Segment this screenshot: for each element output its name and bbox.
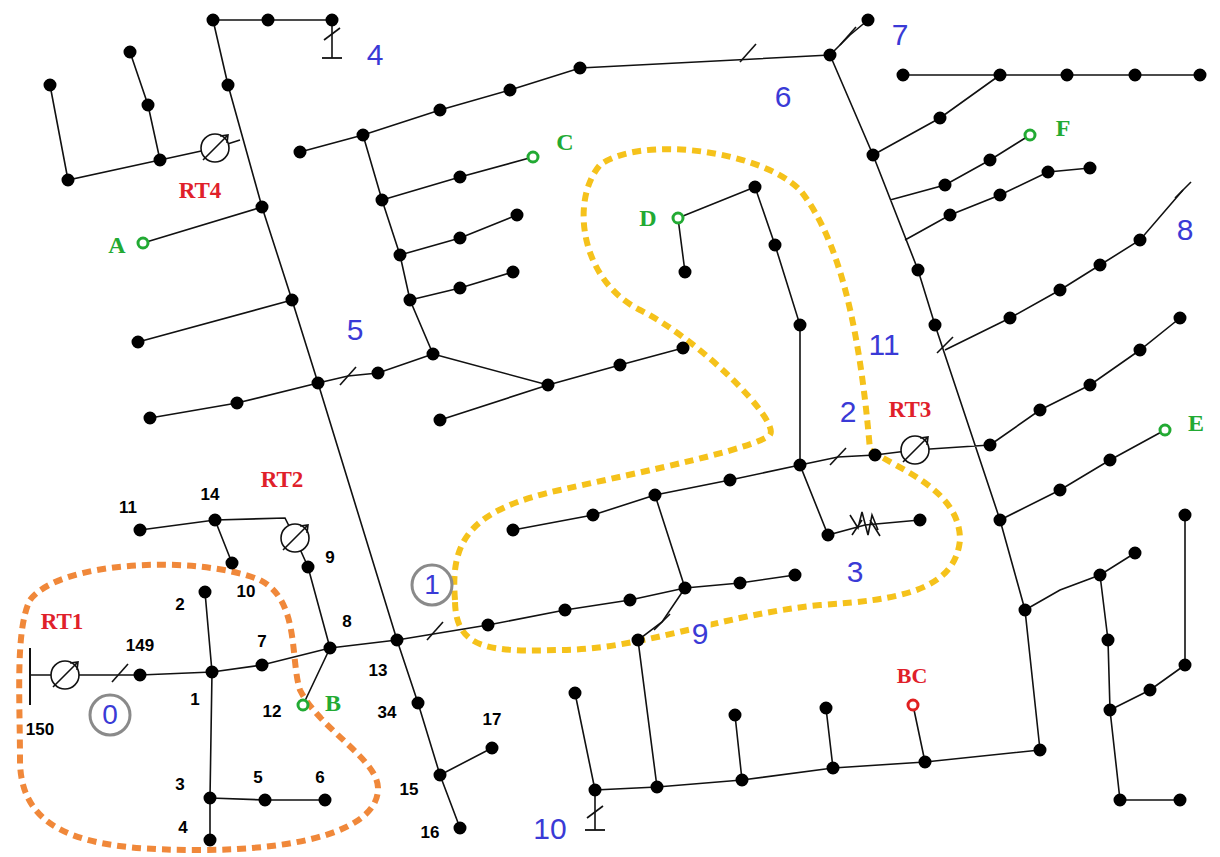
- load-marker: [138, 130, 1170, 710]
- switch-symbol: [840, 27, 856, 45]
- load-marker: [908, 700, 918, 710]
- regulator-label: RT4: [177, 178, 224, 204]
- bus-number: 12: [261, 702, 284, 722]
- ground-symbol: [585, 829, 605, 831]
- switch-number: 11: [866, 328, 901, 362]
- regulator-symbol: [281, 524, 309, 552]
- regulator-bar: [29, 648, 31, 705]
- bus-number: 150: [24, 720, 56, 740]
- switch-number: 3: [845, 555, 866, 589]
- regulator-arrow: [53, 662, 78, 687]
- bus-number: 8: [340, 612, 353, 632]
- regulator-arrow: [203, 135, 228, 160]
- bus-number: 3: [173, 775, 186, 795]
- switch-symbol: [937, 337, 953, 353]
- switch-symbol: [654, 614, 670, 630]
- switch-number: 5: [345, 313, 366, 347]
- number-circle: [412, 565, 452, 605]
- switch-symbol: [324, 28, 340, 40]
- bus-number: 13: [367, 661, 390, 681]
- zone-outline: [454, 149, 960, 650]
- bus-number: 9: [323, 548, 336, 568]
- bus-number: 149: [124, 636, 156, 656]
- bus-number: 14: [199, 485, 222, 505]
- circled-number: 0: [88, 693, 132, 737]
- switch-number: 9: [690, 617, 711, 651]
- load-label: C: [554, 129, 575, 156]
- load-marker: [528, 152, 538, 162]
- bus-dots: [50, 20, 1200, 840]
- switch-symbol: [830, 448, 846, 465]
- load-label: B: [323, 690, 343, 717]
- bus-number: 2: [173, 595, 186, 615]
- load-marker: [673, 213, 683, 223]
- switch-number: 6: [773, 80, 794, 114]
- regulator-symbol: [901, 436, 929, 464]
- load-label: F: [1054, 115, 1073, 142]
- regulator-symbol: [51, 661, 79, 689]
- bus-number: 10: [235, 582, 258, 602]
- regulator-symbol: [201, 134, 229, 162]
- switch-symbol: [740, 44, 756, 62]
- ground-symbol: [322, 58, 605, 830]
- load-label: E: [1186, 410, 1206, 437]
- regulator-symbol: [30, 134, 929, 705]
- circle-number-text: 1: [424, 571, 440, 599]
- switch-symbol: [112, 27, 1191, 818]
- circled-number: 1: [410, 563, 454, 607]
- switch-number: 7: [890, 18, 911, 52]
- feeder-wire: [30, 20, 1200, 840]
- number-circle: [90, 695, 130, 735]
- bus-number: 4: [176, 818, 189, 838]
- bus-number: 16: [419, 823, 442, 843]
- switch-symbol: [340, 367, 356, 385]
- switch-number: 8: [1175, 213, 1196, 247]
- bus-number: 15: [398, 780, 421, 800]
- switch-symbol: [587, 806, 603, 818]
- ground-symbol: [322, 57, 342, 59]
- load-marker: [298, 700, 308, 710]
- broken-switch: [850, 512, 880, 536]
- switch-number: 4: [365, 38, 386, 72]
- bus-number: 7: [255, 632, 268, 652]
- bus-number: 11: [117, 498, 139, 518]
- switch-symbol: [1175, 182, 1191, 198]
- regulator-label: RT3: [887, 397, 934, 423]
- bus-number: 17: [481, 710, 504, 730]
- regulator-arrow: [283, 525, 308, 550]
- load-marker: [1025, 130, 1035, 140]
- switch-symbol: [112, 664, 128, 682]
- bus-number: 5: [251, 768, 264, 788]
- load-label: A: [106, 232, 127, 259]
- switch-number: 10: [531, 812, 568, 846]
- zone-outline: [19, 565, 378, 850]
- load-marker: [138, 238, 148, 248]
- regulator-arrow: [903, 437, 928, 462]
- bus-number: 6: [313, 768, 326, 788]
- circle-number-text: 0: [102, 701, 118, 729]
- base-case-label: BC: [895, 663, 930, 689]
- regulator-label: RT1: [39, 609, 86, 635]
- load-marker: [1160, 425, 1170, 435]
- bus-number: 34: [376, 703, 399, 723]
- switch-symbol: [427, 622, 443, 640]
- switch-number: 2: [838, 395, 859, 429]
- bus-number: 1: [188, 690, 201, 710]
- regulator-label: RT2: [259, 467, 306, 493]
- load-label: D: [637, 205, 658, 232]
